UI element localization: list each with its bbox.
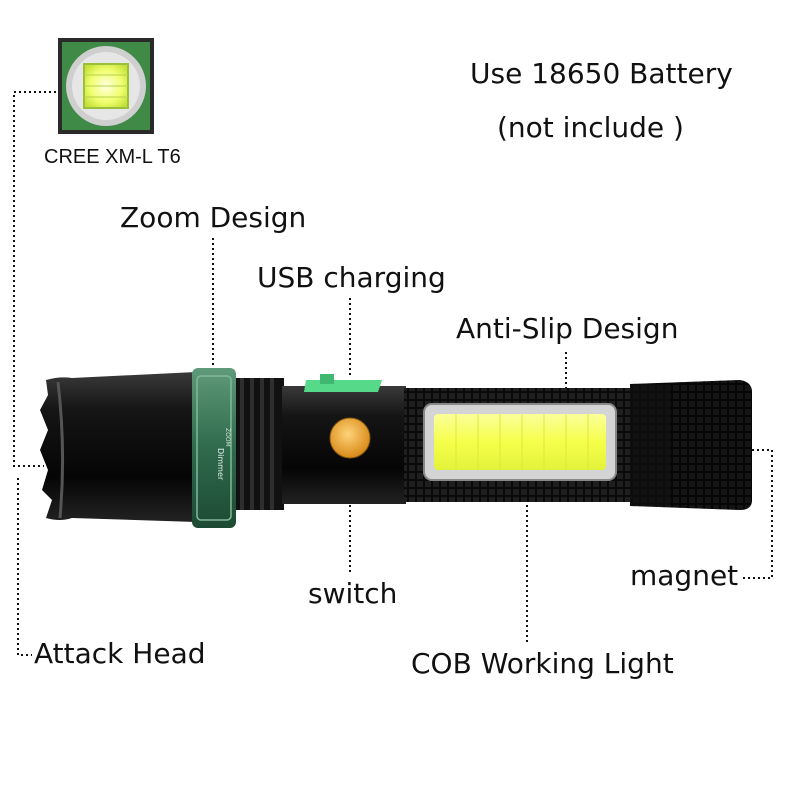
switch-button — [329, 417, 371, 459]
usb-charging-label: USB charging — [257, 261, 446, 294]
attack-head — [40, 372, 196, 522]
threaded-section — [236, 378, 284, 510]
battery-label-line1: Use 18650 Battery — [470, 57, 733, 90]
zoom-design-label: Zoom Design — [120, 201, 307, 234]
cob-label: COB Working Light — [411, 647, 674, 680]
attack-head-label: Attack Head — [34, 637, 206, 670]
ring-dimmer-text: Dimmer — [216, 448, 225, 481]
cree-label: CREE XM-L T6 — [44, 146, 181, 168]
ring-zoom-text: ZOOM — [224, 428, 231, 447]
flashlight: Dimmer ZOOM — [40, 368, 752, 528]
zoom-ring: Dimmer ZOOM — [192, 368, 236, 528]
battery-label-line2: (not include ) — [497, 111, 684, 144]
cob-light-panel — [423, 403, 617, 481]
cree-led-module-image — [58, 38, 154, 134]
switch-label: switch — [308, 577, 398, 610]
magnet-label: magnet — [630, 559, 739, 592]
usb-cover — [304, 380, 382, 392]
anti-slip-label: Anti-Slip Design — [456, 312, 679, 345]
